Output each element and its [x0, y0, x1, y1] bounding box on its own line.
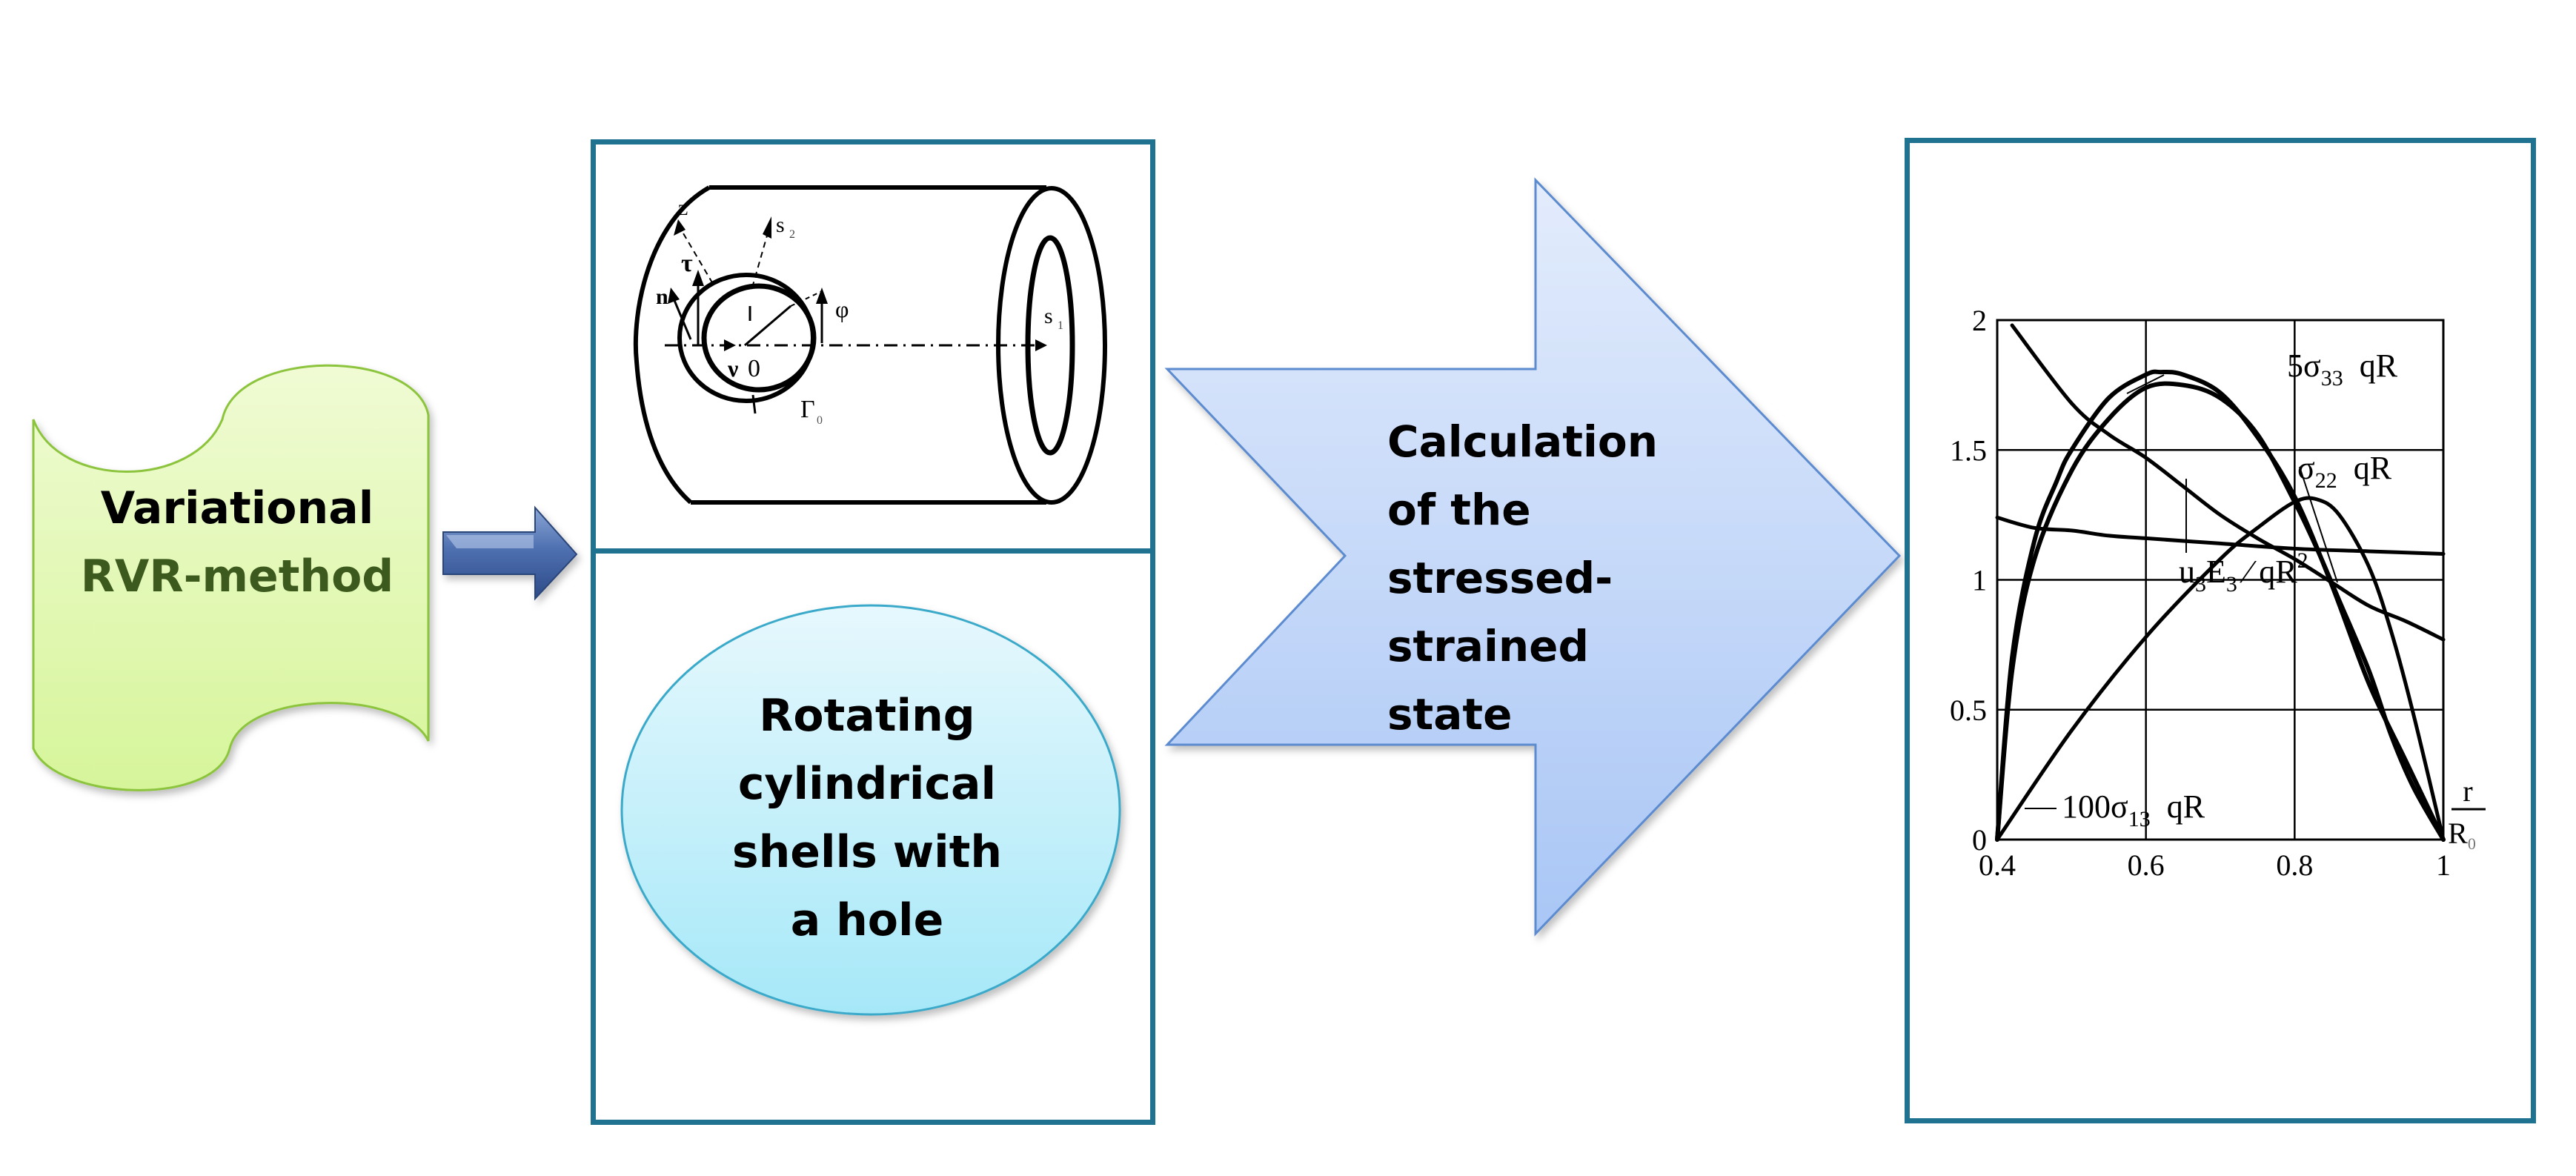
annotation-s22: σ22 qR [2297, 450, 2392, 493]
label-nu: ν [727, 355, 738, 382]
y-tick-label: 0 [1972, 823, 1987, 857]
arrow-right-icon [442, 505, 578, 601]
y-tick-label: 0.5 [1950, 694, 1987, 727]
step1-scroll-shape [32, 364, 430, 791]
annotation-5s33: 5σ33 qR [2287, 348, 2398, 391]
step3-arrow-shape [1164, 177, 1902, 937]
annotation-leader-s22 [2299, 466, 2338, 583]
step3-line: state [1387, 689, 1513, 740]
x-tick-label: 0.4 [1979, 848, 2016, 882]
label-origin: 0 [748, 355, 760, 382]
step3-line: Calculation [1387, 416, 1659, 467]
series-line-3 [1995, 381, 2446, 842]
x-axis-label-den: R0 [2448, 817, 2476, 853]
label-s1: s [1044, 304, 1053, 328]
stress-chart: 0.4 0.6 0.8 1 0 0.5 1 1.5 2 5σ33 qR σ22 qR u3E3 … [1950, 304, 2486, 882]
label-n: n [656, 285, 668, 309]
step2-ellipse [620, 604, 1121, 1016]
step2-line: a hole [790, 894, 944, 946]
label-s2: s [776, 213, 785, 237]
label-tau: τ [681, 250, 693, 277]
chart-grid [1996, 319, 2445, 841]
x-tick-label: 1 [2436, 848, 2451, 882]
annotation-leader-5s33 [2126, 374, 2165, 394]
step3-line: stressed- [1387, 553, 1613, 603]
step2-line: shells with [731, 826, 1003, 878]
y-tick-label: 2 [1972, 304, 1987, 337]
step1-line2: RVR-method [80, 551, 394, 602]
cylinder-figure: n z τ s 2 φ s 1 ν 0 Γ 0 [633, 185, 1107, 505]
series-line-2 [1995, 369, 2446, 842]
annotation-100s13: 100σ13 qR [2062, 788, 2205, 831]
x-axis-label-num: r [2463, 774, 2472, 808]
label-s1-sub: 1 [1058, 319, 1063, 332]
annotation-u3e3: u3E3 ⁄ qR2 [2179, 548, 2308, 597]
chart-box [1905, 138, 2536, 1123]
y-tick-label: 1.5 [1950, 433, 1987, 467]
step3-line: of the [1387, 485, 1531, 535]
step2-line: cylindrical [737, 758, 997, 810]
step3-line: strained [1387, 621, 1590, 671]
step1-line1: Variational [100, 482, 374, 534]
step1-label: Variational RVR-method [30, 474, 445, 611]
label-z: z [678, 196, 688, 220]
series-line-4 [1995, 496, 2446, 842]
x-tick-label: 0.6 [2128, 848, 2165, 882]
label-phi: φ [835, 296, 849, 322]
label-gamma: Γ [800, 396, 815, 423]
chart-ticks: 0.4 0.6 0.8 1 0 0.5 1 1.5 2 [1950, 304, 2451, 882]
label-gamma-sub: 0 [817, 414, 823, 427]
chart-curves [1995, 323, 2446, 842]
x-tick-label: 0.8 [2276, 848, 2313, 882]
step2-label: Rotating cylindrical shells with a hole [623, 682, 1112, 954]
series-line-5 [1995, 515, 2446, 556]
label-s2-sub: 2 [789, 228, 795, 241]
step3-label: Calculation of the stressed- strained st… [1387, 408, 1773, 748]
y-tick-label: 1 [1972, 564, 1987, 597]
step2-line: Rotating [759, 690, 975, 742]
step2-ellipse-canvas [620, 604, 1121, 1016]
